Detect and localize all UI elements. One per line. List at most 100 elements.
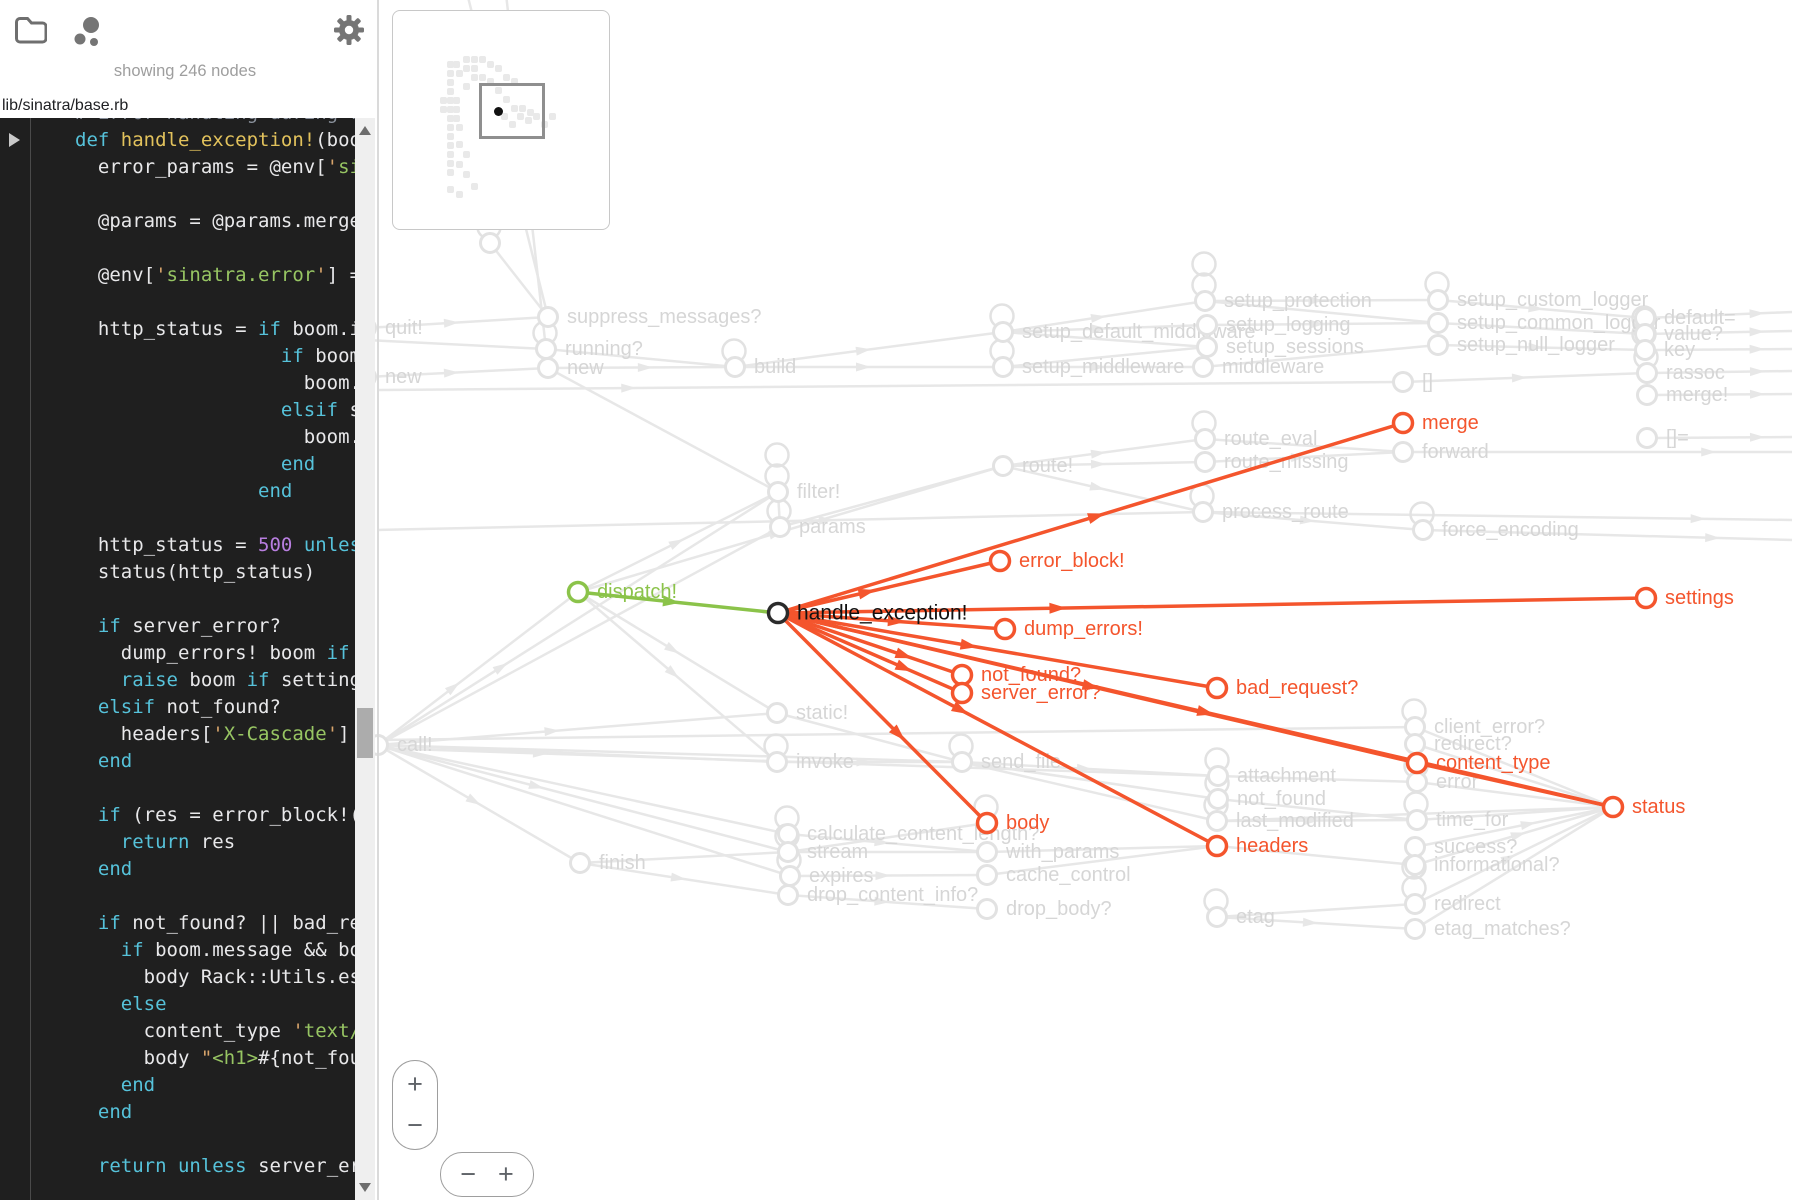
- node-attachment[interactable]: [1207, 765, 1229, 787]
- node-setup-sessions[interactable]: [1196, 336, 1218, 358]
- node-informational[interactable]: [1404, 854, 1426, 876]
- node-merge-bang[interactable]: [1636, 384, 1658, 406]
- node-time-for[interactable]: [1406, 809, 1428, 831]
- node-success[interactable]: [1404, 836, 1426, 858]
- node-drop-body[interactable]: [976, 898, 998, 920]
- node-bad-request[interactable]: [1205, 676, 1229, 700]
- node-status[interactable]: [1601, 795, 1625, 819]
- node-dump-errors[interactable]: [993, 617, 1017, 641]
- node-calculate-content-length[interactable]: [777, 823, 799, 845]
- scroll-down-icon[interactable]: [359, 1183, 371, 1192]
- minimap-dot: [503, 74, 510, 81]
- settings-gear-icon[interactable]: [333, 14, 365, 46]
- node-finish[interactable]: [569, 852, 591, 874]
- node-content-type[interactable]: [1405, 751, 1429, 775]
- code-line: body "<h1>#{not_foun: [75, 1047, 355, 1069]
- node-params[interactable]: [769, 516, 791, 538]
- node-route-missing[interactable]: [1194, 451, 1216, 473]
- node-rassoc[interactable]: [1636, 362, 1658, 384]
- node-stream[interactable]: [777, 841, 799, 863]
- code-scrollbar[interactable]: [355, 118, 375, 1200]
- node-label-setup-protection: setup_protection: [1224, 290, 1372, 312]
- node-forward[interactable]: [1392, 441, 1414, 463]
- node-redirect[interactable]: [1404, 893, 1426, 915]
- minimap-dot: [440, 97, 447, 104]
- node-setup-middleware[interactable]: [992, 356, 1014, 378]
- node-server-error-q[interactable]: [950, 681, 974, 705]
- node-setup-logging[interactable]: [1196, 314, 1218, 336]
- node-cache-control[interactable]: [976, 864, 998, 886]
- graph-cluster-icon[interactable]: [72, 13, 108, 49]
- node-brackets-set[interactable]: [1636, 427, 1658, 449]
- node-error[interactable]: [1406, 771, 1428, 793]
- node-label-quit: quit!: [385, 317, 423, 339]
- node-key[interactable]: [1634, 339, 1656, 361]
- zoom-in-button-2[interactable]: +: [498, 1159, 514, 1189]
- node-suppress-messages[interactable]: [537, 306, 559, 328]
- minimap-dot: [453, 106, 460, 113]
- node-route[interactable]: [992, 455, 1014, 477]
- graph-edge: [1414, 805, 1614, 849]
- edge-arrow-icon: [1749, 327, 1765, 337]
- edge-arrow-icon: [1303, 816, 1319, 826]
- edge-arrow-icon: [1090, 362, 1105, 372]
- node-route-eval[interactable]: [1194, 428, 1216, 450]
- node-body[interactable]: [975, 811, 999, 835]
- node-top-partial[interactable]: [479, 232, 501, 254]
- node-error-block[interactable]: [988, 549, 1012, 573]
- node-build[interactable]: [724, 356, 746, 378]
- node-etag[interactable]: [1206, 906, 1228, 928]
- node-headers[interactable]: [1205, 834, 1229, 858]
- node-dispatch[interactable]: [566, 580, 590, 604]
- node-invoke[interactable]: [766, 751, 788, 773]
- minimap-dot: [463, 83, 470, 90]
- code-line: end: [280, 453, 316, 475]
- scroll-up-icon[interactable]: [359, 126, 371, 135]
- node-brackets[interactable]: [1392, 371, 1414, 393]
- graph-minimap[interactable]: [392, 10, 610, 230]
- node-merge[interactable]: [1391, 411, 1415, 435]
- node-expires[interactable]: [779, 865, 801, 887]
- node-process-route[interactable]: [1192, 501, 1214, 523]
- node-new[interactable]: [537, 357, 559, 379]
- node-setup-default-middleware[interactable]: [992, 321, 1014, 343]
- code-line: [0, 505, 355, 532]
- node-setup-custom-logger[interactable]: [1427, 289, 1449, 311]
- scrollbar-thumb[interactable]: [357, 708, 373, 758]
- node-static[interactable]: [766, 702, 788, 724]
- zoom-out-button-2[interactable]: −: [460, 1159, 476, 1189]
- node-not-found-q[interactable]: [950, 663, 974, 687]
- node-drop-content-info[interactable]: [777, 884, 799, 906]
- zoom-out-button[interactable]: −: [407, 1110, 423, 1140]
- node-setup-null-logger[interactable]: [1427, 334, 1449, 356]
- node-handle-exception[interactable]: [766, 601, 790, 625]
- node-setup-protection[interactable]: [1194, 290, 1216, 312]
- minimap-dot: [471, 56, 478, 63]
- minimap-dot: [456, 124, 463, 131]
- node-label-forward: forward: [1422, 441, 1489, 463]
- node-not-found[interactable]: [1207, 788, 1229, 810]
- node-redirect-q[interactable]: [1404, 733, 1426, 755]
- code-line: else: [120, 993, 167, 1015]
- node-settings[interactable]: [1634, 586, 1658, 610]
- fold-marker-icon[interactable]: [9, 133, 20, 147]
- node-label-route: route!: [1022, 455, 1073, 477]
- minimap-viewport[interactable]: [479, 83, 545, 139]
- node-etag-matches[interactable]: [1404, 918, 1426, 940]
- node-send-file[interactable]: [951, 751, 973, 773]
- edge-arrow-icon: [894, 647, 913, 659]
- edge-arrow-icon: [668, 539, 684, 550]
- node-with-params[interactable]: [976, 841, 998, 863]
- code-editor-panel[interactable]: # Error handling during reqdef handle_ex…: [0, 118, 355, 1200]
- node-running[interactable]: [535, 338, 557, 360]
- folder-icon[interactable]: [13, 15, 47, 45]
- node-filter[interactable]: [767, 481, 789, 503]
- node-label-informational: informational?: [1434, 854, 1560, 876]
- node-setup-common-logger[interactable]: [1427, 312, 1449, 334]
- node-force-encoding[interactable]: [1412, 519, 1434, 541]
- edge-arrow-icon: [528, 780, 544, 789]
- node-middleware[interactable]: [1192, 356, 1214, 378]
- node-last-modified[interactable]: [1206, 810, 1228, 832]
- zoom-in-button[interactable]: +: [407, 1069, 423, 1099]
